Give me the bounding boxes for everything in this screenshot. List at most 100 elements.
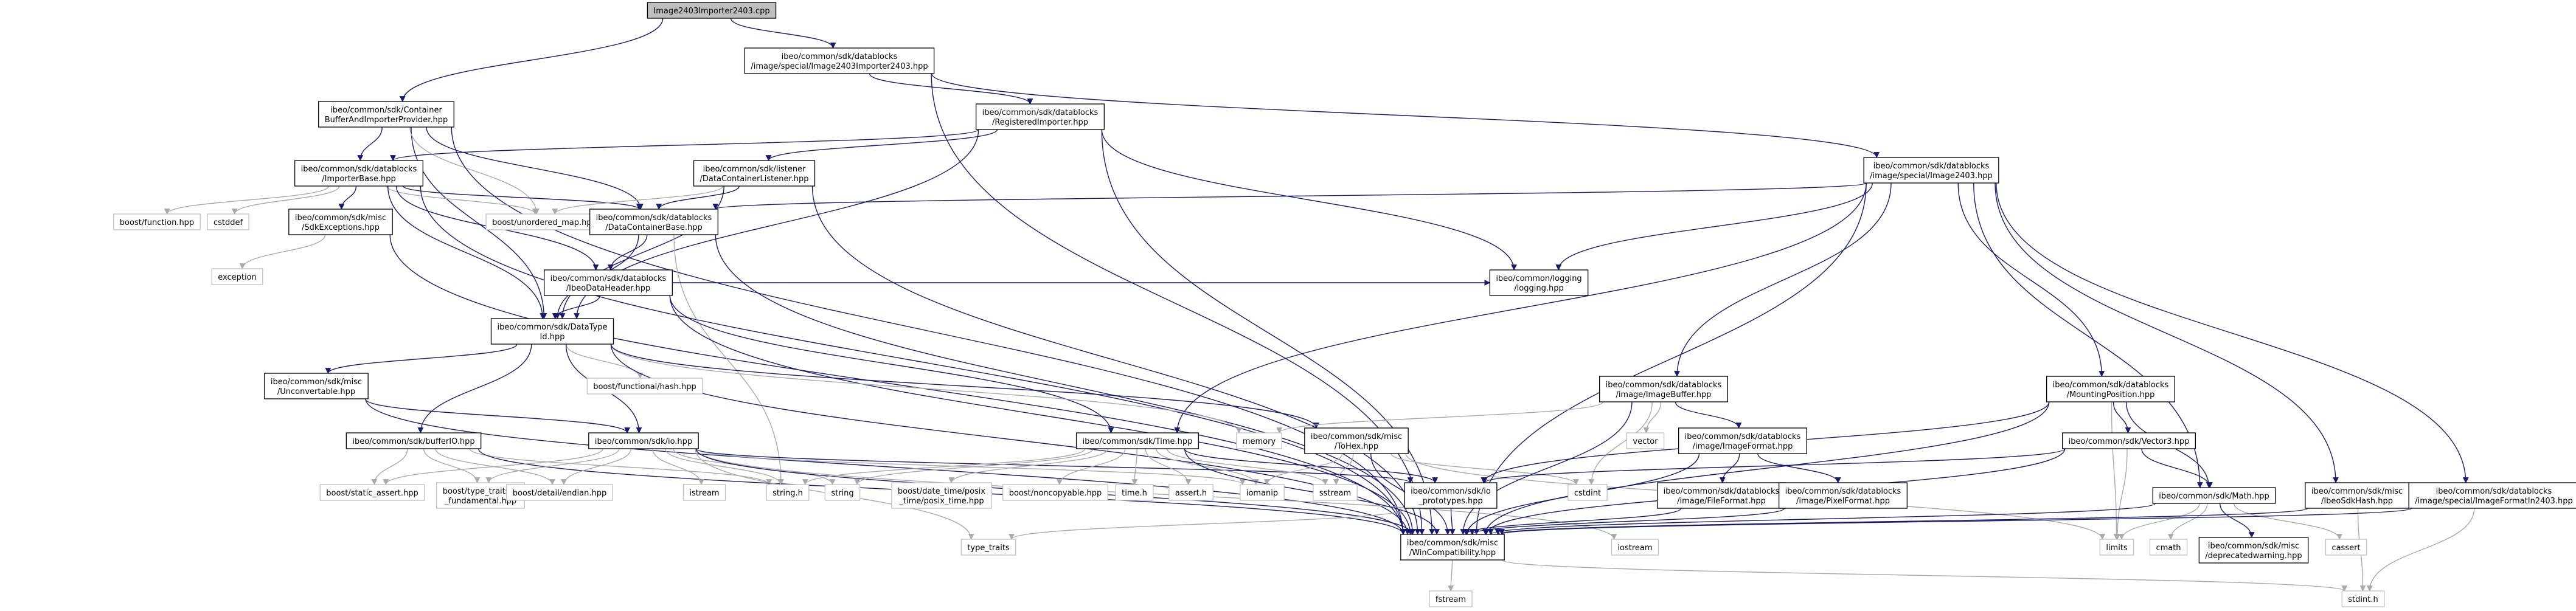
node-mounting[interactable]: ibeo/common/sdk/datablocks/MountingPosit… [2046, 376, 2175, 402]
node-regimp[interactable]: ibeo/common/sdk/datablocks/RegisteredImp… [976, 103, 1105, 130]
node-fileformat[interactable]: ibeo/common/sdk/datablocks/image/FileFor… [1657, 482, 1786, 509]
node-box [2408, 482, 2576, 509]
node-deprecated[interactable]: ibeo/common/sdk/misc/deprecatedwarning.h… [2198, 537, 2309, 564]
node-label: ibeo/common/sdk/datablocks [550, 274, 667, 283]
node-imp2403[interactable]: ibeo/common/sdk/datablocks/image/special… [744, 47, 935, 74]
edge-image2403-to-imagebuffer [1674, 182, 1892, 377]
edge-tohex-to-cstdint [1390, 453, 1579, 485]
edge-datatype-to-tohex [610, 343, 1319, 429]
edge-container-to-unordered [409, 126, 540, 215]
node-sdkexc[interactable]: ibeo/common/sdk/misc/SdkExceptions.hpp [288, 209, 393, 235]
edge-time-to-iomanip [1156, 448, 1259, 485]
node-static_assert: boost/static_assert.hpp [319, 484, 425, 501]
node-label: cmath [2156, 544, 2181, 553]
node-stdinth: stdint.h [2341, 590, 2385, 607]
node-memory: memory [1236, 432, 1282, 449]
node-io[interactable]: ibeo/common/sdk/io.hpp [588, 432, 699, 449]
node-label: memory [1243, 437, 1276, 446]
node-box [2325, 539, 2367, 556]
node-label: /DataContainerListener.hpp [700, 174, 809, 184]
edge-root-to-imp2403 [730, 18, 836, 49]
edge-vector3-to-math [2141, 448, 2213, 488]
node-label: /WinCompatibility.hpp [1409, 548, 1496, 557]
node-imgfmtin[interactable]: ibeo/common/sdk/datablocks/image/special… [2408, 482, 2576, 509]
node-vector3[interactable]: ibeo/common/sdk/Vector3.hpp [2061, 432, 2196, 449]
node-label: boost/date_time/posix [898, 487, 986, 496]
node-label: BufferAndImporterProvider.hpp [325, 116, 448, 125]
node-box [1779, 482, 1908, 509]
node-imagebuffer[interactable]: ibeo/common/sdk/datablocks/image/ImageBu… [1599, 376, 1728, 402]
node-box [2046, 376, 2175, 402]
node-label: /ToHex.hpp [1335, 442, 1378, 451]
edge-unconv-to-io [365, 398, 630, 433]
edge-listener-to-unordered [552, 185, 723, 215]
node-label: limits [2106, 544, 2128, 553]
node-label: ibeo/common/sdk/misc [2208, 542, 2299, 551]
node-importerbase[interactable]: ibeo/common/sdk/datablocks/ImporterBase.… [294, 160, 423, 187]
node-label: boost/detail/endian.hpp [513, 489, 607, 498]
node-cstddef: cstddef [207, 213, 249, 230]
node-label: boost/function.hpp [120, 218, 194, 227]
node-box [682, 484, 726, 501]
edge-imagebuffer-to-imageformat [1675, 401, 1742, 429]
node-box [1657, 482, 1786, 509]
node-container[interactable]: ibeo/common/sdk/ContainerBufferAndImport… [318, 101, 454, 128]
node-dcb[interactable]: ibeo/common/sdk/datablocks/DataContainer… [589, 209, 718, 235]
node-box [544, 269, 673, 296]
edge-imageformat-to-pixelformat [1757, 453, 1841, 483]
edge-dcb-to-stringh [673, 234, 784, 485]
node-box [766, 484, 810, 501]
edge-vector3-to-ioproto [1482, 448, 2066, 483]
edge-image2403-to-imgfmtin [1996, 182, 2469, 483]
node-tohex[interactable]: ibeo/common/sdk/misc/ToHex.hpp [1304, 427, 1409, 454]
node-time[interactable]: ibeo/common/sdk/Time.hpp [1075, 432, 1199, 449]
node-label: ibeo/common/sdk/Vector3.hpp [2069, 437, 2190, 446]
edge-header-to-time [669, 295, 1114, 433]
edge-image2403-to-sdkhash [1994, 182, 2339, 483]
node-box [891, 482, 992, 509]
node-box [1678, 427, 1807, 454]
node-logging[interactable]: ibeo/common/logging/logging.hpp [1489, 269, 1589, 296]
edge-container-to-dcb [426, 126, 644, 210]
node-ioproto[interactable]: ibeo/common/sdk/io_prototypes.hpp [1404, 482, 1498, 509]
node-label: /image/special/Image2403Importer2403.hpp [751, 62, 928, 71]
node-box [2341, 590, 2385, 607]
edge-image2403-to-logging [1555, 182, 1873, 271]
node-box [960, 539, 1016, 556]
node-label: ibeo/common/sdk/datablocks [1785, 487, 1901, 496]
edge-tohex-to-sstream [1333, 453, 1354, 485]
edge-regimp-to-wincompat [1101, 129, 1435, 535]
node-label: ibeo/common/sdk/Container [330, 106, 442, 115]
edge-ioproto-to-type_traits [1009, 508, 1408, 540]
node-bufferl2[interactable]: ibeo/common/sdk/bufferIO.hpp [345, 432, 482, 449]
node-label: ibeo/common/sdk/datablocks [2436, 487, 2552, 496]
node-imageformat[interactable]: ibeo/common/sdk/datablocks/image/ImageFo… [1678, 427, 1807, 454]
node-label: vector [1633, 437, 1658, 446]
node-image2403[interactable]: ibeo/common/sdk/datablocks/image/special… [1863, 157, 1999, 184]
node-math[interactable]: ibeo/common/sdk/Math.hpp [2152, 487, 2276, 504]
edge-imagebuffer-to-vector [1643, 401, 1662, 433]
edge-time-to-timeh [1131, 448, 1138, 485]
node-box [2305, 482, 2409, 509]
node-label: iomanip [1246, 489, 1278, 498]
node-label: ibeo/common/sdk/listener [703, 165, 806, 174]
edge-image2403-to-mounting [1957, 182, 2105, 377]
node-label: /image/special/ImageFormatIn2403.hpp [2415, 497, 2573, 506]
node-label: ibeo/common/sdk/misc [271, 378, 362, 387]
edge-io-to-iostream [695, 448, 1617, 540]
edge-math-to-cassert [2233, 503, 2342, 540]
node-header[interactable]: ibeo/common/sdk/datablocks/IbeoDataHeade… [544, 269, 673, 296]
node-unconv[interactable]: ibeo/common/sdk/misc/Unconvertable.hpp [264, 373, 369, 399]
node-box [319, 484, 425, 501]
edge-time-to-posix [948, 448, 1109, 483]
node-pixelformat[interactable]: ibeo/common/sdk/datablocks/image/PixelFo… [1779, 482, 1908, 509]
node-box [2099, 539, 2134, 556]
edge-image2403-to-time [1174, 182, 1867, 433]
edge-io-to-ioproto [695, 448, 1414, 483]
node-label: string.h [772, 489, 803, 498]
node-wincompat[interactable]: ibeo/common/sdk/misc/WinCompatibility.hp… [1400, 534, 1505, 561]
node-listener[interactable]: ibeo/common/sdk/listener/DataContainerLi… [693, 160, 816, 187]
node-root[interactable]: Image2403Importer2403.cpp [647, 2, 777, 19]
node-sdkhash[interactable]: ibeo/common/sdk/misc/IbeoSdkHash.hpp [2305, 482, 2409, 509]
